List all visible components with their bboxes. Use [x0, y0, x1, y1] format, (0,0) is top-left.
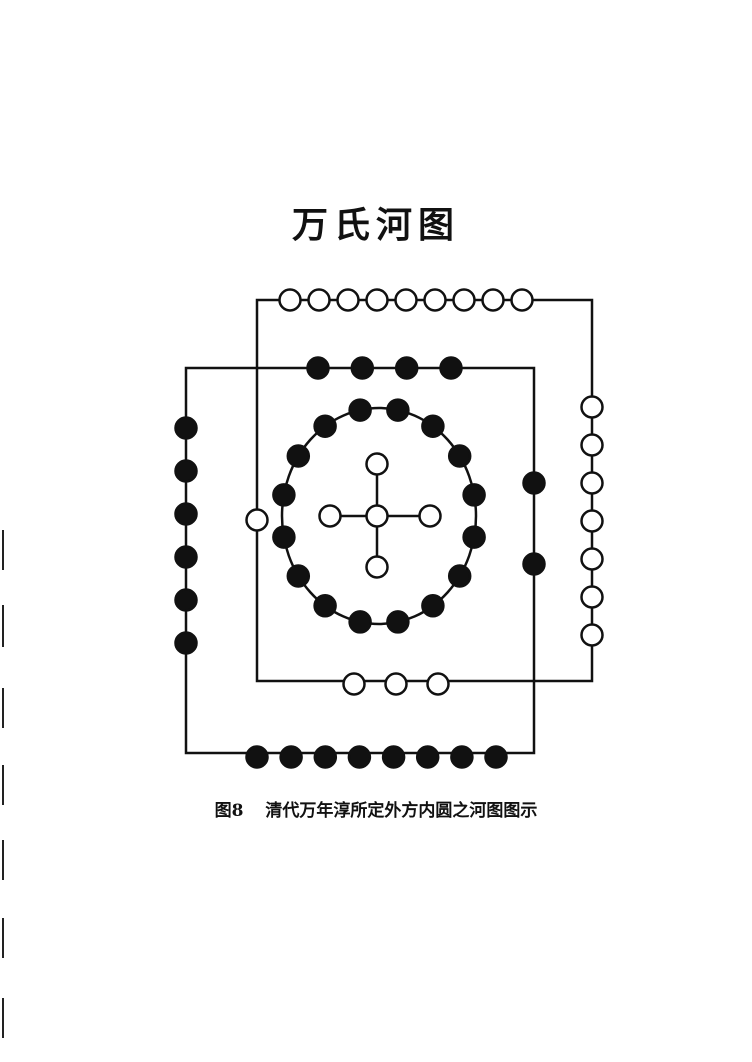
open-dot-bottom-open: [342, 672, 366, 696]
solid-dot-top-solid: [306, 356, 330, 380]
solid-dot-top-solid: [439, 356, 463, 380]
solid-dot-left-solid: [174, 502, 198, 526]
solid-dot-bottom-solid: [484, 745, 508, 769]
solid-dot-circle-solid: [462, 525, 486, 549]
solid-dot-circle-solid: [272, 483, 296, 507]
margin-mark: [2, 605, 4, 647]
margin-mark: [2, 530, 4, 570]
solid-dot-left-solid: [174, 545, 198, 569]
solid-dot-circle-solid: [348, 610, 372, 634]
solid-dot-circle-solid: [421, 594, 445, 618]
open-dot-right-open: [580, 395, 604, 419]
solid-dot-circle-solid: [421, 414, 445, 438]
open-dot-top-open: [365, 288, 389, 312]
open-dot-center-cross-open: [318, 504, 342, 528]
solid-dot-bottom-solid: [347, 745, 372, 769]
margin-mark: [2, 688, 4, 728]
solid-dot-bottom-solid: [279, 745, 303, 769]
open-dot-top-open: [423, 288, 447, 312]
solid-dot-right-solid: [522, 471, 546, 495]
solid-dot-top-solid: [350, 356, 375, 380]
open-dot-top-open: [336, 288, 360, 312]
open-dot-right-open: [580, 509, 604, 533]
open-dot-left-open: [245, 508, 269, 532]
solid-dot-bottom-solid: [313, 745, 338, 769]
open-dot-right-open: [580, 433, 604, 457]
open-dot-top-open: [278, 288, 302, 312]
solid-dot-bottom-solid: [245, 745, 269, 769]
solid-dot-circle-solid: [272, 525, 296, 549]
solid-dot-circle-solid: [286, 564, 311, 588]
open-dot-top-open: [307, 288, 331, 312]
open-dot-top-open: [452, 288, 476, 312]
open-dot-bottom-open: [384, 672, 408, 696]
solid-dot-left-solid: [174, 631, 198, 655]
solid-dot-bottom-solid: [450, 745, 474, 769]
open-dot-center-cross-open: [365, 452, 389, 476]
open-dot-top-open: [394, 288, 418, 312]
solid-dot-bottom-solid: [381, 745, 406, 769]
open-dot-bottom-open: [426, 672, 450, 696]
solid-dot-circle-solid: [462, 483, 486, 507]
margin-mark: [2, 765, 4, 805]
open-dot-right-open: [580, 623, 604, 647]
figure-caption: 图8 清代万年淳所定外方内圆之河图图示: [0, 796, 752, 821]
open-dot-right-open: [580, 585, 604, 609]
solid-square-frame: [184, 366, 536, 755]
solid-dot-circle-solid: [313, 594, 337, 618]
margin-mark: [2, 840, 4, 880]
solid-dot-circle-solid: [386, 398, 410, 422]
margin-mark: [2, 918, 4, 958]
solid-dot-circle-solid: [348, 398, 372, 422]
solid-dot-left-solid: [174, 416, 198, 440]
solid-dot-right-solid: [522, 552, 546, 576]
diagram-dots: [174, 288, 604, 769]
open-dot-right-open: [580, 547, 604, 571]
solid-dot-circle-solid: [313, 414, 337, 438]
open-dot-center-cross-open: [365, 504, 389, 528]
open-dot-center-cross-open: [418, 504, 442, 528]
solid-dot-left-solid: [174, 459, 198, 483]
solid-dot-circle-solid: [447, 444, 472, 468]
solid-dot-circle-solid: [447, 564, 472, 588]
solid-dot-top-solid: [394, 356, 419, 380]
inner-circle: [280, 406, 478, 626]
solid-dot-bottom-solid: [415, 745, 440, 769]
solid-dot-circle-solid: [386, 610, 410, 634]
solid-dot-left-solid: [174, 588, 198, 612]
figure-caption-text: 清代万年淳所定外方内圆之河图图示: [265, 801, 538, 821]
open-dot-top-open: [481, 288, 505, 312]
margin-mark: [2, 998, 4, 1038]
page-title: 万氏河图: [291, 204, 460, 246]
open-dot-top-open: [510, 288, 534, 312]
open-dot-center-cross-open: [365, 555, 389, 579]
solid-dot-circle-solid: [286, 444, 311, 468]
figure-number: 图8: [214, 801, 244, 821]
open-dot-right-open: [580, 471, 604, 495]
